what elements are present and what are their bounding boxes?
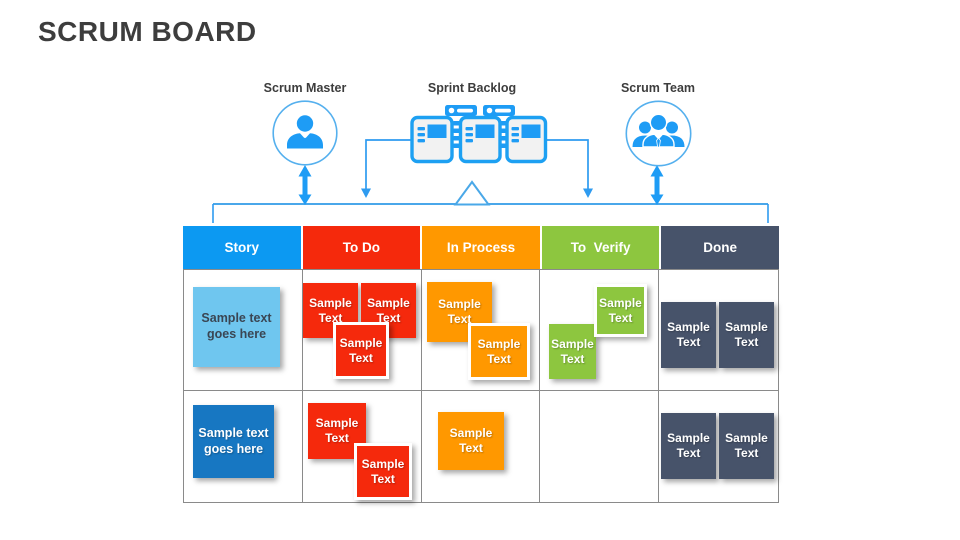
sticky-note-done: Sample Text [661, 302, 716, 368]
sprint-backlog-label: Sprint Backlog [427, 81, 517, 95]
board-cell [303, 391, 422, 502]
column-header-story: Story [183, 226, 301, 269]
sticky-note-done: Sample Text [661, 413, 716, 479]
scrum-master-icon [272, 100, 338, 166]
sticky-note-story: Sample text goes here [193, 287, 280, 367]
sprint-backlog-icon [410, 105, 548, 164]
backlog-toolbar [445, 105, 515, 116]
sticky-note-done: Sample Text [719, 413, 774, 479]
backlog-right-arrow [545, 139, 593, 198]
board-cell [302, 270, 422, 391]
sticky-note-todo: Sample Text [333, 322, 389, 379]
sticky-note-todo: Sample Text [354, 443, 412, 500]
backlog-cards [410, 115, 548, 164]
sticky-note-inprocess: Sample Text [468, 323, 530, 380]
sticky-note-inprocess: Sample Text [438, 412, 504, 470]
board-header: Story To Do In Process To Verify Done [183, 226, 779, 269]
board-cell [421, 270, 541, 391]
column-header-todo: To Do [302, 226, 421, 269]
triangle-marker [453, 180, 491, 206]
sticky-note-verify: Sample Text [594, 284, 647, 337]
board-cell [540, 270, 660, 391]
sticky-note-verify: Sample Text [549, 324, 596, 379]
scrum-master-label: Scrum Master [263, 81, 347, 95]
column-header-inprocess: In Process [422, 226, 540, 269]
backlog-left-arrow [361, 139, 412, 198]
board-cell [422, 391, 541, 502]
sticky-note-done: Sample Text [719, 302, 774, 368]
connector-lines [212, 139, 769, 223]
backlog-chain [453, 121, 507, 148]
board-cell [659, 270, 778, 391]
column-header-verify: To Verify [541, 226, 660, 269]
sticky-note-story: Sample text goes here [193, 405, 274, 478]
board-cell [184, 270, 303, 391]
column-header-done: Done [661, 226, 779, 269]
board-cell [184, 391, 303, 502]
page-title: SCRUM BOARD [38, 16, 257, 47]
scrum-team-icon [625, 100, 692, 167]
double-arrow-team [650, 165, 664, 205]
double-arrow-master [298, 165, 312, 205]
scrum-team-label: Scrum Team [620, 81, 696, 95]
board-cell [540, 391, 660, 502]
